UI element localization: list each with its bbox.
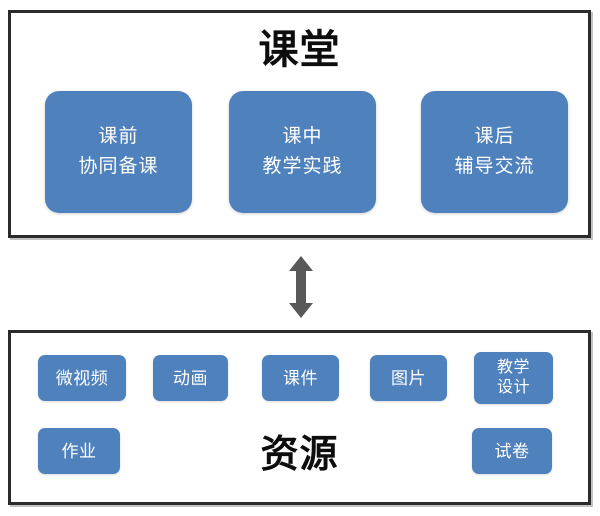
resource-tag-label: 微视频 (55, 368, 109, 388)
stage-card-during-class[interactable]: 课中 教学实践 (229, 91, 376, 213)
resource-tag-label: 作业 (61, 441, 97, 461)
stage-card-after-class[interactable]: 课后 辅导交流 (421, 91, 568, 213)
stage-card-line1: 课前 (98, 126, 139, 147)
double-headed-vertical-arrow-icon (288, 256, 314, 318)
stage-card-line2: 协同备课 (78, 156, 159, 177)
resource-tag-label: 图片 (391, 368, 426, 388)
stage-card-line1: 课中 (282, 126, 323, 147)
resource-tag-label: 动画 (173, 368, 208, 388)
resource-tag-label-line1: 教学 (496, 359, 530, 376)
stage-card-before-class[interactable]: 课前 协同备课 (45, 91, 192, 213)
resource-tag-animation[interactable]: 动画 (153, 355, 228, 401)
classroom-panel-title: 课堂 (258, 28, 341, 72)
resource-tag-instructional-design[interactable]: 教学 设计 (474, 352, 553, 404)
resource-tag-courseware[interactable]: 课件 (262, 355, 339, 401)
resource-panel-title: 资源 (260, 434, 339, 476)
stage-card-line1: 课后 (474, 126, 515, 147)
stage-card-line2: 辅导交流 (454, 156, 535, 177)
resource-tag-micro-video[interactable]: 微视频 (38, 355, 126, 401)
resource-tag-label: 课件 (283, 368, 318, 388)
resource-tag-images[interactable]: 图片 (370, 355, 447, 401)
resource-tag-exam-paper[interactable]: 试卷 (472, 428, 552, 474)
classroom-panel: 课堂 课前 协同备课 课中 教学实践 课后 辅导交流 (8, 10, 591, 238)
stage-card-line2: 教学实践 (262, 156, 343, 177)
resource-tag-homework[interactable]: 作业 (38, 428, 120, 474)
resource-tag-label: 试卷 (494, 441, 530, 461)
resource-tag-label-line2: 设计 (496, 379, 530, 396)
